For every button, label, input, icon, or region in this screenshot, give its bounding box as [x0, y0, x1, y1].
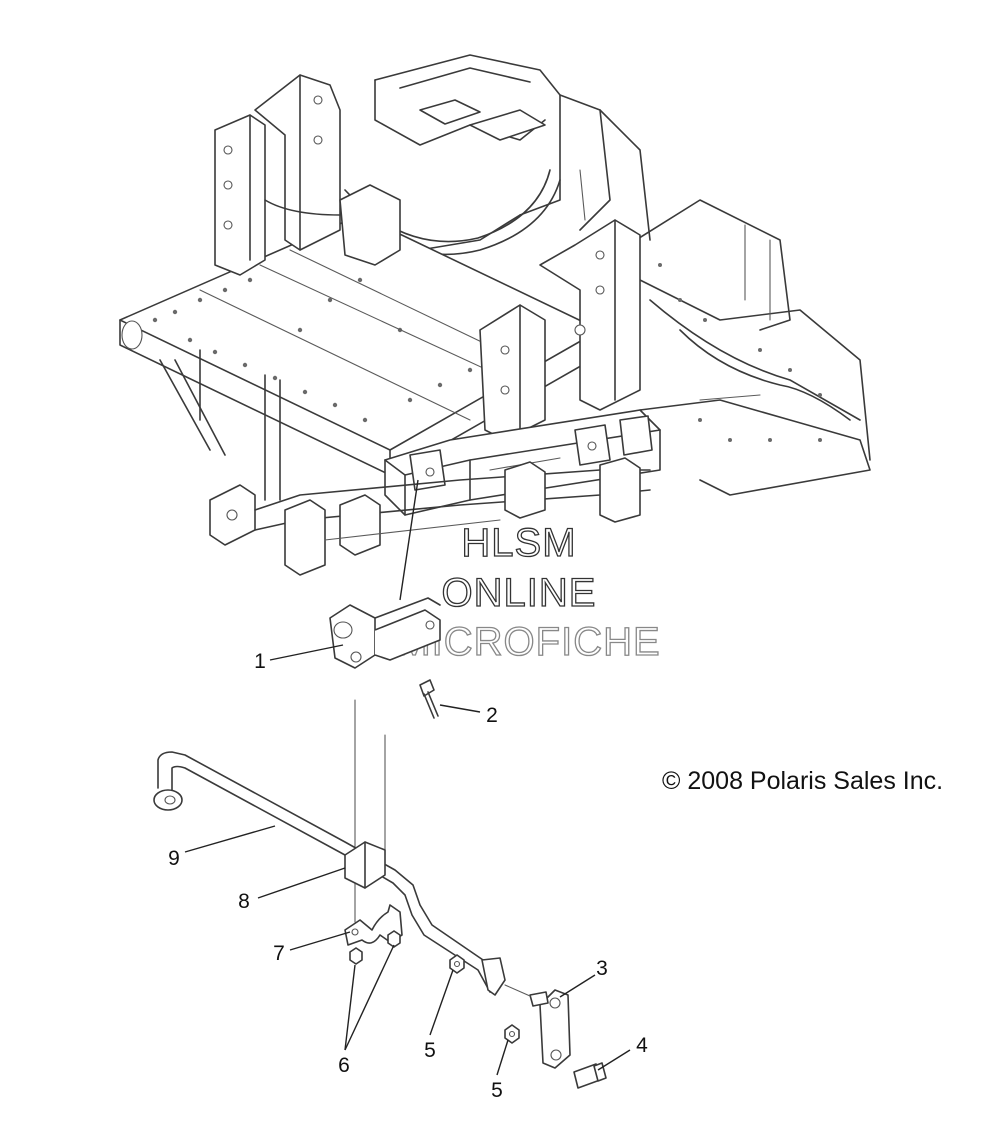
- callout-5-a: 5: [424, 1039, 436, 1062]
- callout-2: 2: [486, 704, 498, 727]
- callout-6: 6: [338, 1054, 350, 1077]
- nut-part-6-b: [387, 930, 401, 948]
- callout-leaders: [184, 644, 631, 1076]
- watermark-line-2: ONLINE: [442, 571, 597, 615]
- bushing-part-8: [344, 841, 386, 889]
- stabilizer-bar-part-9: [153, 751, 506, 996]
- callout-4: 4: [636, 1034, 648, 1057]
- callout-1: 1: [254, 650, 266, 673]
- watermark-line-1: HLSM: [461, 521, 576, 565]
- copyright-notice: © 2008 Polaris Sales Inc.: [662, 767, 943, 795]
- bolt-part-2: [419, 679, 439, 719]
- callout-8: 8: [238, 890, 250, 913]
- callout-3: 3: [596, 957, 608, 980]
- watermark: HLSM ONLINE MICROFICHE: [397, 520, 661, 664]
- bracket-part-1: [329, 597, 441, 669]
- callout-5-b: 5: [491, 1079, 503, 1102]
- frame-lead-line: [399, 479, 419, 601]
- link-part-3: [504, 984, 571, 1069]
- callout-9: 9: [168, 847, 180, 870]
- nut-part-5-b: [504, 1024, 520, 1044]
- callout-7: 7: [273, 942, 285, 965]
- nut-part-5-a: [449, 954, 465, 974]
- bolt-part-4: [573, 1062, 607, 1089]
- nut-part-6-a: [349, 947, 363, 965]
- vehicle-frame: [119, 54, 871, 576]
